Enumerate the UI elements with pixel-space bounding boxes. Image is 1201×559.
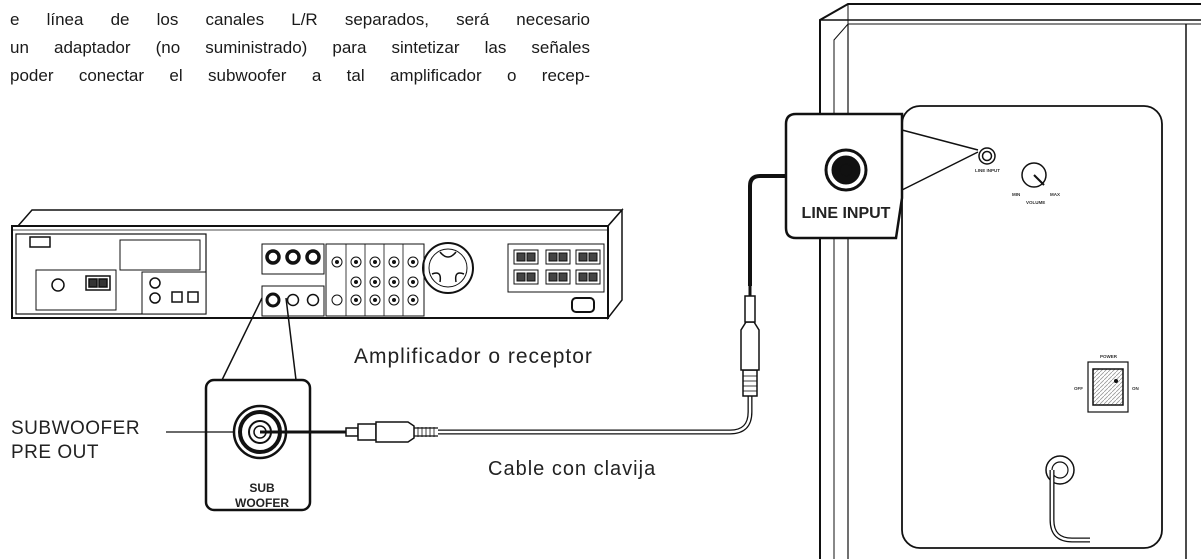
amplifier-label: Amplificador o receptor [354, 345, 593, 368]
subwoofer-pre-out-label: SUBWOOFER PRE OUT [11, 417, 140, 465]
subwoofer-pre-out-line-2: PRE OUT [11, 442, 99, 463]
paragraph-line-3: poder conectar el subwoofer a tal amplif… [10, 66, 590, 85]
amplifier-receiver [11, 208, 624, 321]
panel-power-label: POWER [1100, 354, 1118, 359]
line-input-callout-label: LINE INPUT [801, 205, 891, 222]
panel-line-input-label: LINE INPUT [975, 168, 1001, 173]
paragraph-line-2: un adaptador (no suministrado) para sint… [10, 38, 590, 57]
subwoofer-cabinet [819, 3, 1201, 559]
sub-woofer-jack-line-1: SUB [249, 481, 275, 495]
line-input-callout [784, 112, 979, 240]
sub-woofer-jack-line-2: WOOFER [235, 496, 289, 510]
subwoofer-pre-out-line-1: SUBWOOFER [11, 418, 141, 439]
instruction-paragraph: e línea de los canales L/R separados, se… [10, 6, 590, 90]
panel-vol-min-label: MIN [1012, 192, 1021, 197]
panel-vol-max-label: MAX [1050, 192, 1060, 197]
panel-volume-label: VOLUME [1026, 200, 1046, 205]
cable-label: Cable con clavija [488, 458, 657, 480]
panel-on-label: ON [1132, 386, 1139, 391]
paragraph-line-1: e línea de los canales L/R separados, se… [10, 10, 590, 29]
sub-woofer-jack-label: SUB WOOFER [222, 481, 302, 511]
connection-cable [260, 174, 840, 443]
subwoofer-jack-callout [166, 297, 312, 512]
panel-off-label: OFF [1074, 386, 1083, 391]
